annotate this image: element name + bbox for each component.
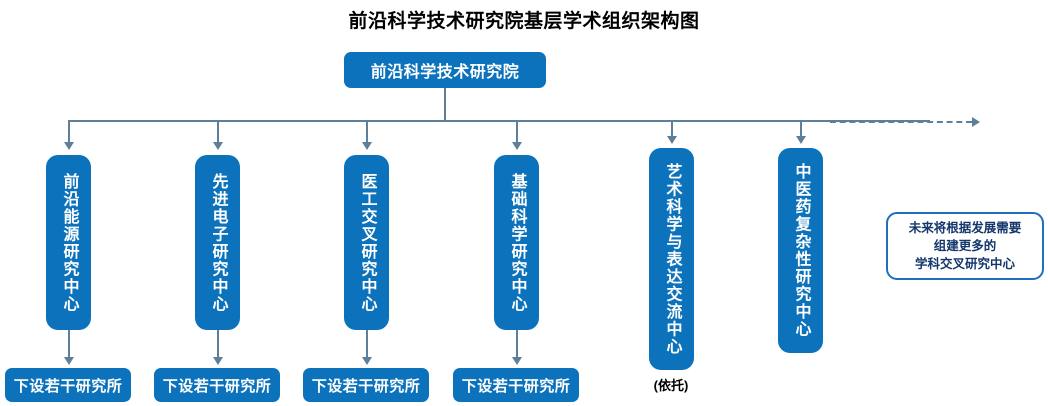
leaf-arrow-icon-2: [213, 357, 223, 365]
future-note-line-2: 组建更多的: [933, 238, 997, 253]
center-node-2[interactable]: 先进电子研究中心: [195, 155, 240, 330]
leaf-connector-3: [366, 330, 368, 358]
leaf-connector-4: [516, 330, 518, 358]
root-stem-connector: [444, 88, 446, 121]
center-node-1[interactable]: 前沿能源研究中心: [46, 155, 91, 330]
leaf-arrow-icon-3: [362, 357, 372, 365]
dashed-arrow-right-icon: [972, 117, 980, 127]
root-node-institute[interactable]: 前沿科学技术研究院: [344, 52, 546, 88]
center-node-6[interactable]: 中医药复杂性研究中心: [778, 148, 823, 353]
leaf-node-1[interactable]: 下设若干研究所: [5, 368, 131, 402]
center-node-3[interactable]: 医工交叉研究中心: [344, 155, 389, 330]
center-node-5-sub-note: (依托): [653, 378, 689, 393]
future-expansion-note: 未来将根据发展需要 组建更多的 学科交叉研究中心: [886, 212, 1044, 280]
branch-arrow-icon-3: [362, 142, 372, 150]
dashed-expansion-line: [830, 121, 972, 123]
branch-arrow-icon-5: [667, 136, 677, 144]
leaf-connector-2: [217, 330, 219, 358]
future-note-line-1: 未来将根据发展需要: [908, 220, 1022, 235]
branch-connector-3: [366, 120, 368, 142]
leaf-node-3[interactable]: 下设若干研究所: [303, 368, 429, 402]
center-node-5[interactable]: 艺术科学与表达交流中心: [649, 148, 694, 370]
leaf-node-4[interactable]: 下设若干研究所: [453, 368, 579, 402]
leaf-arrow-icon-1: [64, 357, 74, 365]
branch-arrow-icon-6: [796, 136, 806, 144]
branch-connector-1: [68, 120, 70, 142]
leaf-connector-1: [68, 330, 70, 358]
leaf-arrow-icon-4: [512, 357, 522, 365]
branch-connector-6: [800, 120, 802, 142]
page-title: 前沿科学技术研究院基层学术组织架构图: [348, 11, 700, 32]
branch-connector-2: [217, 120, 219, 142]
future-note-line-3: 学科交叉研究中心: [914, 257, 1015, 272]
branch-arrow-icon-1: [64, 142, 74, 150]
center-node-4[interactable]: 基础科学研究中心: [494, 155, 539, 330]
branch-connector-5: [671, 120, 673, 142]
branch-arrow-icon-4: [512, 142, 522, 150]
horizontal-bus-connector: [68, 120, 930, 122]
branch-connector-4: [516, 120, 518, 142]
leaf-node-2[interactable]: 下设若干研究所: [154, 368, 280, 402]
branch-arrow-icon-2: [213, 142, 223, 150]
